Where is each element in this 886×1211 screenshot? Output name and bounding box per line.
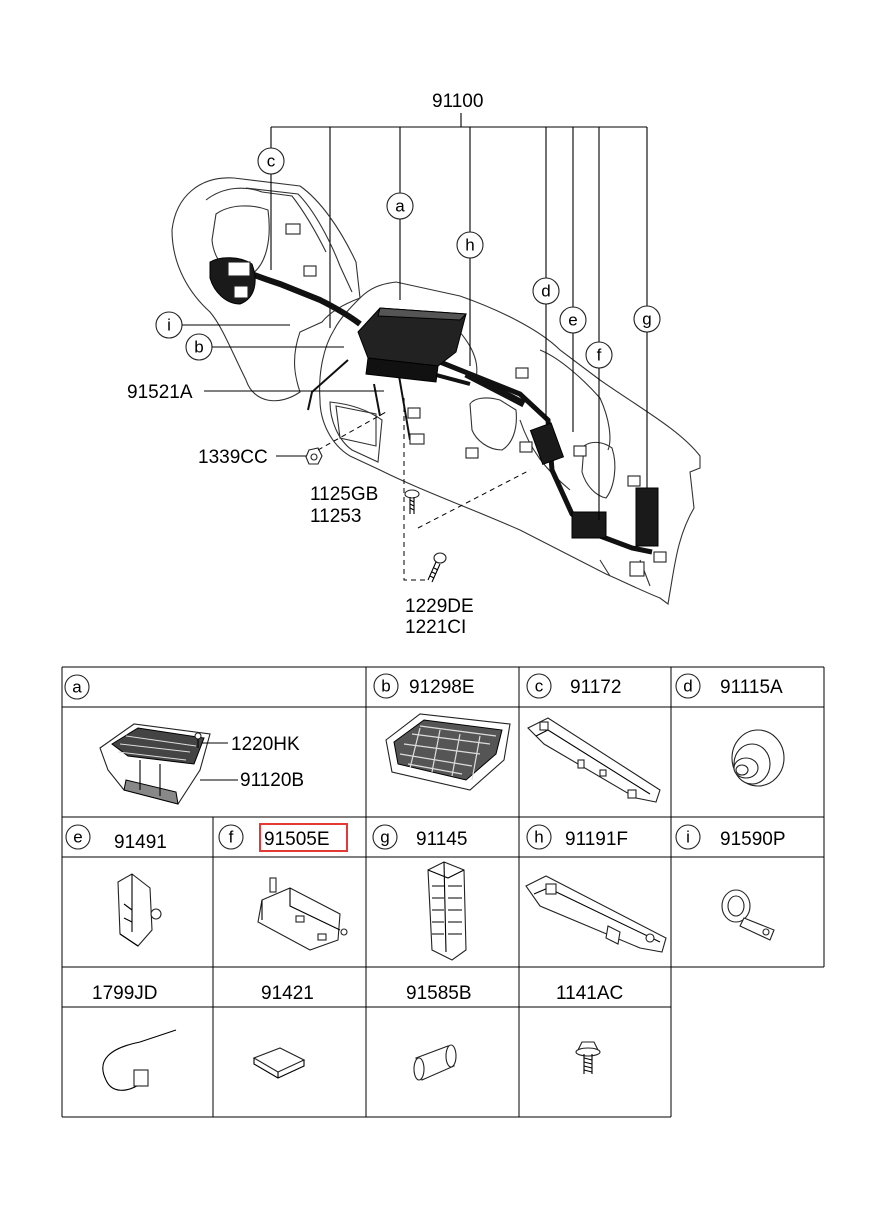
highlight-box <box>259 823 348 852</box>
part-label-1221ci[interactable]: 1221CI <box>405 617 466 638</box>
part-number-h: 91191F <box>565 829 628 850</box>
part-number-c: 91172 <box>570 677 621 698</box>
part-number-91421[interactable]: 91421 <box>261 983 314 1004</box>
cell-header-f[interactable]: f 91505E <box>218 823 348 852</box>
main-assembly-label[interactable]: 91100 <box>432 91 483 112</box>
svg-text:g: g <box>642 310 651 329</box>
callout-f[interactable]: f <box>585 341 613 520</box>
cell-header-a[interactable]: a <box>64 674 90 700</box>
svg-text:b: b <box>194 338 203 357</box>
svg-text:g: g <box>380 828 389 847</box>
nut-icon <box>305 447 323 465</box>
svg-text:a: a <box>72 678 82 697</box>
part-label-91521a[interactable]: 91521A <box>127 382 193 403</box>
part-label-1125gb[interactable]: 1125GB <box>310 484 378 505</box>
part-image-1220hk-screw <box>194 732 228 748</box>
part-number-f: 91505E <box>264 829 330 850</box>
svg-text:d: d <box>541 282 550 301</box>
part-image-a-junction-box[interactable] <box>99 723 211 805</box>
cell-header-e[interactable]: e 91491 <box>65 824 167 853</box>
part-image-91585b-tube[interactable] <box>413 1044 457 1081</box>
sub-label-91120b[interactable]: 91120B <box>240 770 304 791</box>
svg-text:c: c <box>267 152 276 171</box>
sub-label-1220hk[interactable]: 1220HK <box>231 734 300 755</box>
part-image-d-grommet[interactable] <box>731 729 785 787</box>
bolt-icon <box>427 552 447 583</box>
part-image-c-bracket[interactable] <box>527 717 661 803</box>
table-grid <box>61 666 825 1118</box>
cell-header-b[interactable]: b 91298E <box>373 673 475 699</box>
dash-1339cc <box>317 411 387 451</box>
part-label-1339cc[interactable]: 1339CC <box>198 447 268 468</box>
svg-text:e: e <box>568 311 577 330</box>
svg-text:b: b <box>381 677 390 696</box>
cell-header-h[interactable]: h 91191F <box>526 824 628 850</box>
callout-c[interactable]: c <box>257 147 285 270</box>
cell-header-g[interactable]: g 91145 <box>372 824 467 850</box>
wiring-harness <box>209 223 667 577</box>
part-image-i-p-clip[interactable] <box>721 889 775 941</box>
dash-1125gb <box>417 469 531 529</box>
callout-i[interactable]: i <box>155 311 290 339</box>
part-image-f-bracket[interactable] <box>257 877 348 951</box>
part-number-d: 91115A <box>720 677 783 698</box>
cell-header-i[interactable]: i 91590P <box>675 824 786 850</box>
svg-text:a: a <box>395 197 405 216</box>
part-image-91421-pad[interactable] <box>252 1047 306 1079</box>
part-image-h-bracket[interactable] <box>525 875 667 953</box>
svg-text:i: i <box>686 828 690 847</box>
svg-text:h: h <box>465 236 474 255</box>
dashboard-outline <box>171 177 701 605</box>
part-image-1799jd-cable-tie[interactable] <box>102 1029 177 1091</box>
part-image-1141ac-bolt[interactable] <box>575 1041 601 1074</box>
parts-table: a b 91298E c 91172 d 91115A e 91491 f 91… <box>61 666 825 1118</box>
cell-header-d[interactable]: d 91115A <box>675 673 783 699</box>
part-number-91585b[interactable]: 91585B <box>406 983 472 1004</box>
screw-icon <box>404 489 420 514</box>
part-number-i: 91590P <box>720 829 786 850</box>
callout-a[interactable]: a <box>386 192 414 300</box>
callout-e[interactable]: e <box>559 306 587 432</box>
svg-text:h: h <box>534 828 543 847</box>
junction-box-illustration <box>357 307 468 383</box>
callout-b[interactable]: b <box>185 333 344 361</box>
svg-text:f: f <box>597 346 602 365</box>
dash-1229de <box>403 398 426 581</box>
main-assembly-leaders <box>270 113 648 342</box>
svg-text:c: c <box>535 677 544 696</box>
svg-text:i: i <box>167 316 171 335</box>
part-label-11253[interactable]: 11253 <box>310 506 361 527</box>
part-image-e-clip[interactable] <box>117 873 162 947</box>
callout-g[interactable]: g <box>633 305 661 488</box>
callout-d[interactable]: d <box>532 277 560 420</box>
svg-text:e: e <box>73 828 82 847</box>
part-number-1141ac[interactable]: 1141AC <box>556 983 623 1004</box>
assembly-illustration: 91100 <box>127 91 701 638</box>
part-image-g-connector-housing[interactable] <box>427 861 467 961</box>
part-number-e: 91491 <box>114 832 167 853</box>
part-image-b-connector-block[interactable] <box>385 713 511 791</box>
part-number-1799jd[interactable]: 1799JD <box>92 983 158 1004</box>
svg-text:f: f <box>229 828 234 847</box>
part-label-1229de[interactable]: 1229DE <box>405 596 474 617</box>
part-number-g: 91145 <box>416 829 467 850</box>
callout-h[interactable]: h <box>456 231 484 366</box>
svg-text:d: d <box>683 677 692 696</box>
cell-header-c[interactable]: c 91172 <box>526 673 621 699</box>
part-number-b: 91298E <box>409 677 475 698</box>
